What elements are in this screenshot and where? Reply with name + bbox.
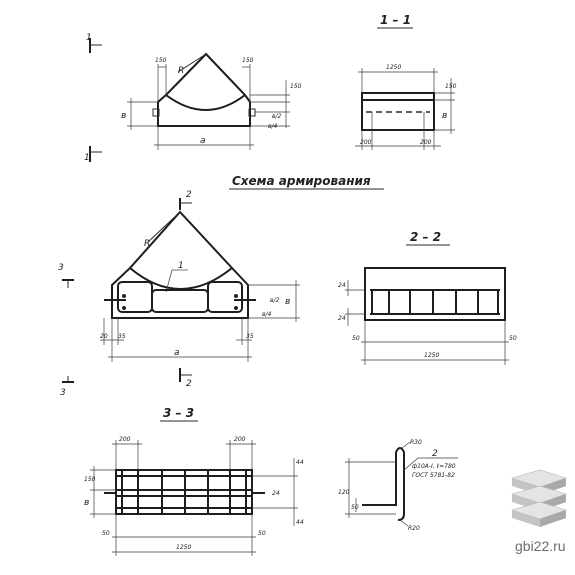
section-mark-top: 1 <box>86 33 92 43</box>
bar-gost: ГОСТ 5781-82 <box>412 472 455 479</box>
dim-reinf-b2: в/2 <box>270 297 280 304</box>
saddle-arc <box>165 94 246 111</box>
reinf-arc <box>129 267 233 290</box>
section-1-1-outline <box>361 92 435 131</box>
bar-shape-left <box>362 452 397 506</box>
dim-11-150: 150 <box>445 83 457 90</box>
dim-33-50-right: 50 <box>258 530 266 537</box>
section-2-2: 2 – 2 24 24 50 50 1250 <box>338 230 517 365</box>
dim-reinf-b4: в/4 <box>262 311 272 318</box>
bar-spec: ф10А-I, ℓ=780 <box>412 463 456 470</box>
section-1-1: 1 – 1 1250 150 в 200 200 <box>355 13 457 150</box>
dim-11-b: в <box>442 111 447 121</box>
reinf-radius-label: R <box>144 239 150 249</box>
dim-bar-120-text: 120 <box>338 489 350 496</box>
reinf-radius <box>147 211 181 243</box>
reinf-outline <box>111 210 249 319</box>
dim-22-24-top: 24 <box>338 282 346 289</box>
cage-middle <box>151 289 209 313</box>
section-mark-bottom: 1 <box>84 153 90 163</box>
bar-dot-4 <box>234 306 238 310</box>
bar-dot-2 <box>122 306 126 310</box>
dim-33-200-right-text: 200 <box>234 436 246 443</box>
spec-leader <box>403 457 419 471</box>
dim-bar-50-text: 50 <box>351 504 359 511</box>
dim-35-left-text: 35 <box>118 333 126 340</box>
loop-right <box>248 108 256 117</box>
bar-dot-1 <box>122 294 126 298</box>
section-2-2-outline <box>364 267 506 321</box>
dim-33-1250-text: 1250 <box>176 544 191 551</box>
dim-22-1250-text: 1250 <box>424 352 439 359</box>
dim-reinf-a-text: a <box>174 348 180 358</box>
dim-35-right-text: 35 <box>246 333 254 340</box>
dim-33-24: 24 <box>272 490 280 497</box>
r30-leader <box>401 441 411 449</box>
dim-11-200-left: 200 <box>360 139 372 146</box>
dim-150-right-v: 150 <box>290 83 302 90</box>
dim-20-text: 20 <box>100 333 108 340</box>
dim-reinf-b: в <box>285 297 290 307</box>
dim-b2-right: в/2 <box>272 113 282 120</box>
dim-150-right-text: 150 <box>242 57 254 64</box>
saddle-outline <box>157 52 251 127</box>
dim-22-50-right: 50 <box>509 335 517 342</box>
section-2-mark-top: 2 <box>186 190 192 200</box>
dim-22-50-left: 50 <box>352 335 360 342</box>
dim-11-200-right: 200 <box>420 139 432 146</box>
reinforcement-elevation: 2 3 3 R 1 20 35 <box>58 190 300 398</box>
dim-b4-right: в/4 <box>268 123 278 130</box>
dim-a-text: a <box>200 136 206 146</box>
section-3-mark-bottom: 3 <box>60 388 66 398</box>
dim-33-150: 150 <box>84 476 96 483</box>
r20-label: R20 <box>408 525 420 532</box>
section-3-3: 3 – 3 200 200 150 в <box>84 406 304 556</box>
bar-detail: 120 50 R30 R20 2 ф10А-I, ℓ=780 ГОСТ 5781… <box>338 439 458 532</box>
radius-line <box>177 53 207 73</box>
dim-33-44-bottom: 44 <box>296 519 304 526</box>
section-2-mark-bottom: 2 <box>186 379 192 389</box>
support-elevation: 1 1 R 150 150 a в <box>84 33 302 163</box>
cage-right <box>207 281 243 313</box>
loop-left <box>152 108 160 117</box>
pos1-leader <box>165 269 173 293</box>
dim-33-200-left-text: 200 <box>119 436 131 443</box>
pos1-label: 1 <box>178 261 184 271</box>
watermark-site: gbi22.ru <box>515 538 566 554</box>
dim-1250-text: 1250 <box>386 64 401 71</box>
r20-leader <box>399 519 409 527</box>
scheme-title: Схема армирования <box>232 174 371 188</box>
bar-dot-3 <box>234 294 238 298</box>
dim-33-b: в <box>84 498 89 508</box>
section-1-1-title: 1 – 1 <box>380 13 411 27</box>
dim-150-left-text: 150 <box>155 57 167 64</box>
radius-label: R <box>178 66 184 76</box>
stacked-blocks-logo-icon <box>510 469 567 527</box>
section-3-3-title: 3 – 3 <box>163 406 194 420</box>
dim-33-50-left: 50 <box>102 530 110 537</box>
section-2-2-title: 2 – 2 <box>410 230 441 244</box>
bar-shape-right <box>395 447 405 521</box>
section-3-mark-top: 3 <box>58 263 64 273</box>
r30-label: R30 <box>410 439 422 446</box>
dim-33-44-top: 44 <box>296 459 304 466</box>
dim-b-text: в <box>121 111 126 121</box>
bar-pos-number: 2 <box>432 449 438 459</box>
dim-22-24-bottom: 24 <box>338 315 346 322</box>
